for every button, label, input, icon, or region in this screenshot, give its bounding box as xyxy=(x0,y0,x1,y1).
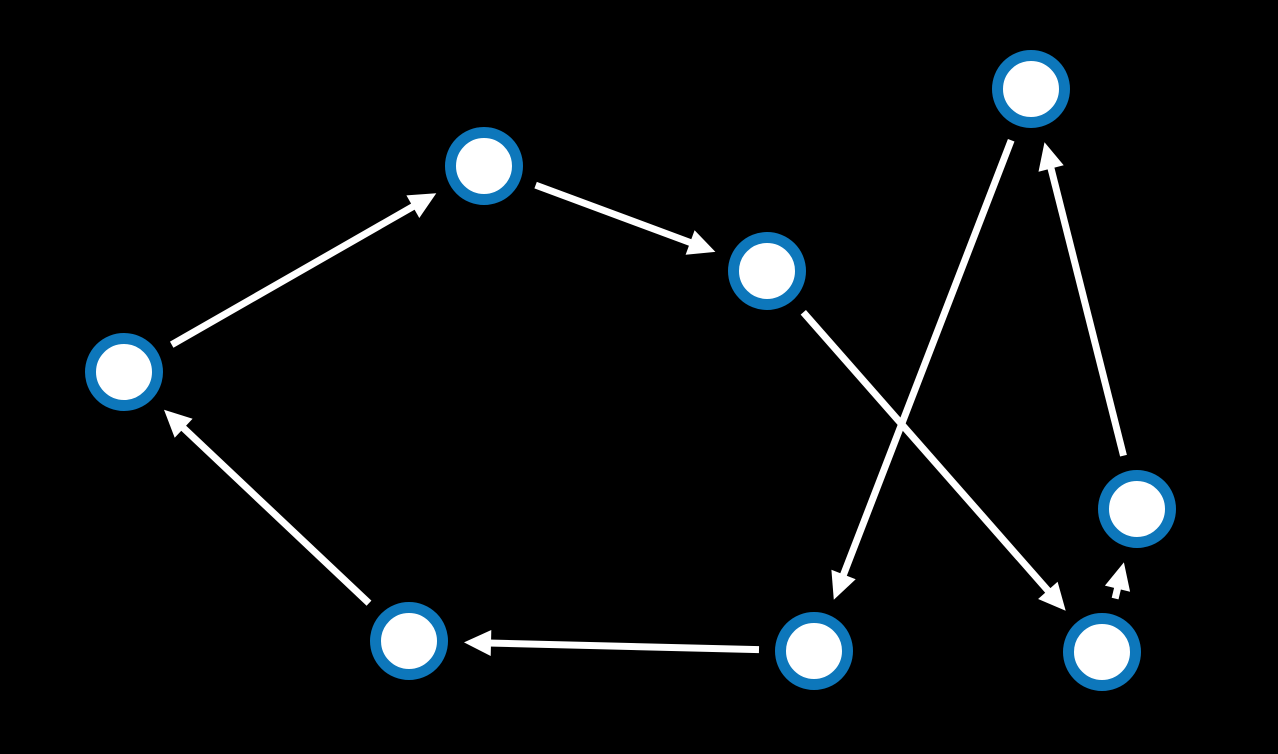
graph-edge-bottom-left-to-left xyxy=(164,409,372,606)
arrowhead-icon-right-to-top-right xyxy=(1038,142,1064,172)
graph-edge-bottom-right-to-right xyxy=(1104,562,1131,600)
arrowhead-icon-upper-middle-to-middle xyxy=(685,230,716,255)
graph-edge-bottom-middle-to-bottom-left xyxy=(464,630,760,656)
graph-node-right xyxy=(1098,470,1176,548)
graph-edge-line-right-to-top-right xyxy=(1046,164,1127,457)
graph-node-middle xyxy=(728,232,806,310)
graph-edge-top-right-to-bottom-middle xyxy=(831,139,1015,600)
graph-edge-left-to-upper-middle xyxy=(169,193,437,348)
graph-edge-line-top-right-to-bottom-middle xyxy=(839,139,1015,579)
graph-edge-line-bottom-middle-to-bottom-left xyxy=(487,639,760,654)
graph-node-bottom-right xyxy=(1063,613,1141,691)
graph-edge-middle-to-bottom-right xyxy=(800,309,1066,611)
graph-node-bottom-left xyxy=(370,602,448,680)
graph-node-left xyxy=(85,333,163,411)
arrowhead-icon-top-right-to-bottom-middle xyxy=(831,569,856,600)
graph-edge-upper-middle-to-middle xyxy=(534,181,716,255)
graph-edge-line-bottom-left-to-left xyxy=(179,423,372,606)
arrowhead-icon-bottom-right-to-right xyxy=(1104,562,1131,592)
graph-edge-line-middle-to-bottom-right xyxy=(800,309,1053,596)
arrowhead-icon-middle-to-bottom-right xyxy=(1038,581,1066,611)
graph-edge-line-upper-middle-to-middle xyxy=(534,181,695,247)
arrowhead-icon-bottom-left-to-left xyxy=(164,409,193,438)
graph-node-top-right xyxy=(992,50,1070,128)
arrowhead-icon-bottom-middle-to-bottom-left xyxy=(464,630,492,656)
arrowhead-icon-left-to-upper-middle xyxy=(406,193,437,218)
graph-edge-right-to-top-right xyxy=(1038,142,1127,457)
graph-edge-line-left-to-upper-middle xyxy=(169,202,418,348)
graph-node-upper-middle xyxy=(445,127,523,205)
graph-node-bottom-middle xyxy=(775,612,853,690)
